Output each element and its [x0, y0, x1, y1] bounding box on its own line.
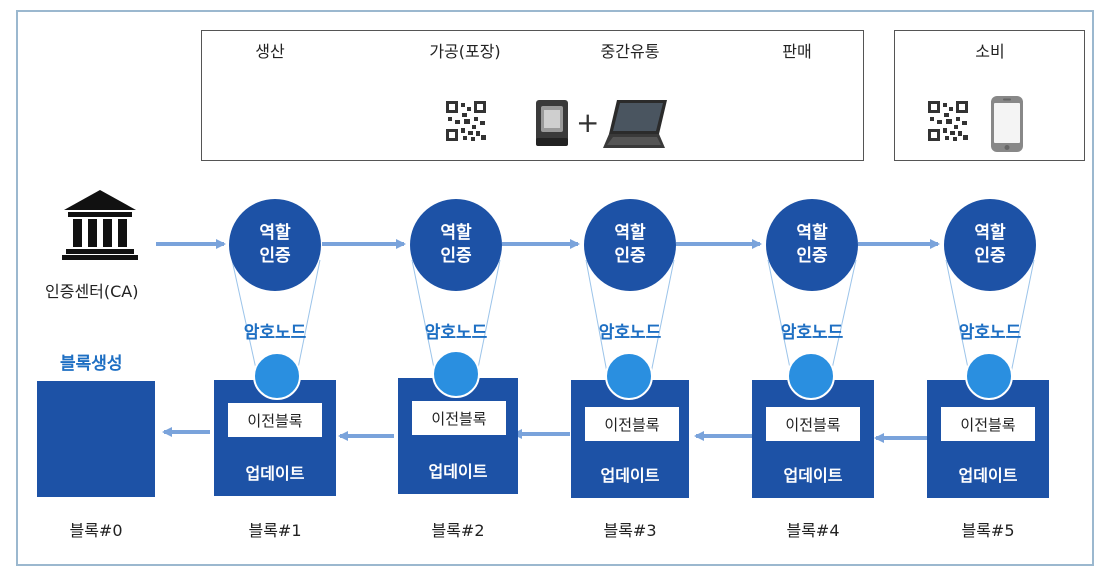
stage-distribution-label: 중간유통 [600, 42, 660, 61]
role-cert-circle-1: 역할 인증 [229, 199, 321, 291]
barcode-scanner-icon [536, 100, 568, 146]
prev-block-box: 이전블록 [941, 407, 1035, 441]
plus-sign: + [576, 106, 600, 139]
crypto-node-label-4: 암호노드 [780, 323, 844, 343]
prev-block-box: 이전블록 [766, 407, 860, 441]
stage-production-label: 생산 [255, 42, 285, 61]
qr-code-icon [928, 101, 968, 141]
role-cert-line1: 역할 [796, 223, 828, 243]
role-cert-line1: 역할 [974, 223, 1006, 243]
prev-block-box: 이전블록 [412, 401, 506, 435]
supply-chain-stages-box [201, 30, 864, 161]
prev-block-box: 이전블록 [585, 407, 679, 441]
crypto-node-label-3: 암호노드 [598, 323, 662, 343]
block-name-3: 블록#3 [603, 521, 657, 540]
role-cert-line2: 인증 [974, 246, 1006, 266]
crypto-node-label-2: 암호노드 [424, 323, 488, 343]
update-label: 업데이트 [783, 466, 843, 485]
role-cert-circle-4: 역할 인증 [766, 199, 858, 291]
crypto-node-dot-1 [253, 352, 301, 400]
crypto-node-label-5: 암호노드 [958, 323, 1022, 343]
crypto-node-dot-3 [605, 352, 653, 400]
qr-code-icon [446, 101, 486, 141]
stage-consumption-label: 소비 [975, 42, 1005, 61]
bank-building-icon [62, 190, 138, 260]
block-name-5: 블록#5 [961, 521, 1015, 540]
block-name-1: 블록#1 [248, 521, 302, 540]
crypto-node-dot-4 [787, 352, 835, 400]
role-cert-circle-2: 역할 인증 [410, 199, 502, 291]
role-cert-line2: 인증 [440, 246, 472, 266]
smartphone-icon [991, 96, 1023, 152]
laptop-icon [603, 100, 667, 148]
update-label: 업데이트 [245, 464, 305, 483]
block-name-4: 블록#4 [786, 521, 840, 540]
crypto-node-dot-2 [432, 350, 480, 398]
block-name-0: 블록#0 [69, 521, 123, 540]
prev-block-box: 이전블록 [228, 403, 322, 437]
stage-sales-label: 판매 [782, 42, 812, 61]
role-cert-line2: 인증 [259, 246, 291, 266]
ca-label: 인증센터(CA) [45, 282, 139, 301]
crypto-node-dot-5 [965, 352, 1013, 400]
stage-processing-label: 가공(포장) [429, 42, 501, 61]
role-cert-circle-5: 역할 인증 [944, 199, 1036, 291]
update-label: 업데이트 [428, 462, 488, 481]
consumption-box [894, 30, 1085, 161]
role-cert-line1: 역할 [614, 223, 646, 243]
role-cert-line2: 인증 [796, 246, 828, 266]
role-cert-line1: 역할 [440, 223, 472, 243]
block-4: 이전블록 업데이트 [752, 380, 874, 498]
crypto-node-label-1: 암호노드 [243, 323, 307, 343]
block-name-2: 블록#2 [431, 521, 485, 540]
update-label: 업데이트 [958, 466, 1018, 485]
block-0 [37, 381, 155, 497]
role-cert-circle-3: 역할 인증 [584, 199, 676, 291]
role-cert-line2: 인증 [614, 246, 646, 266]
update-label: 업데이트 [600, 466, 660, 485]
block-generation-label: 블록생성 [60, 354, 123, 374]
role-cert-line1: 역할 [259, 223, 291, 243]
